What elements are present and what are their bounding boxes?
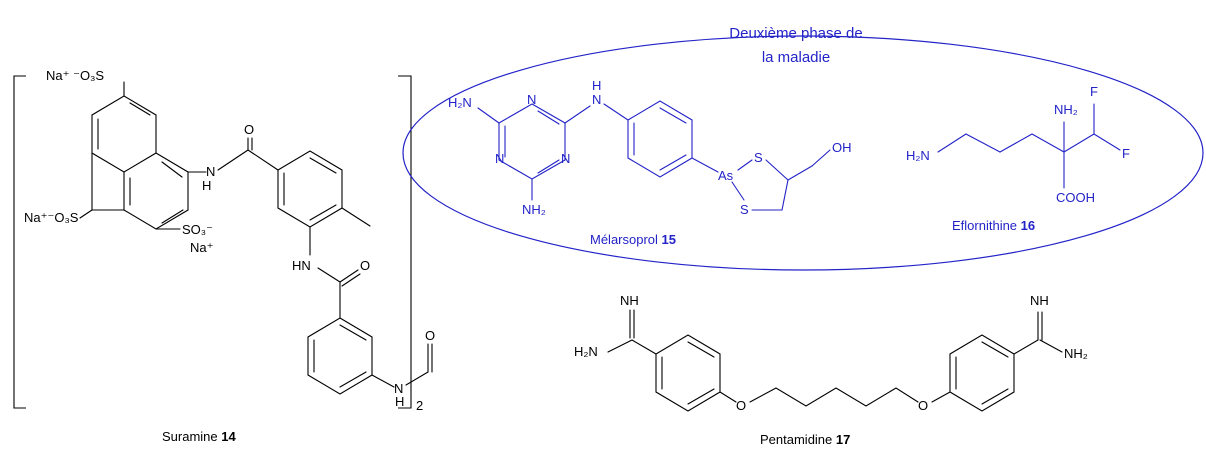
bond-c-ch2 [787,165,813,181]
repeat-subscript: 2 [416,398,423,413]
nh1-n: N [206,164,215,179]
melarsoprol-caption: Mélarsoprol 15 [590,232,676,247]
pentamidine-caption: Pentamidine 17 [760,432,850,447]
bond-c-nh2-left [607,339,633,353]
bond-s1-c [765,159,789,181]
naphthalene-double-bonds [97,102,184,224]
bond-c-nh2-right [1039,339,1063,353]
triazine-ring [498,103,566,180]
bond-ch2-oh [811,149,831,167]
bond-triazine-nh [564,105,591,124]
bond-nh-phenyl [603,103,629,121]
left-bracket [13,75,26,409]
chain-bond-4 [1031,133,1065,153]
chain-bond-2 [965,133,1001,153]
bond-methyl [341,207,371,227]
suramine-structure: 2 Na⁺ ⁻O₃S Na⁺⁻O₃S SO₃⁻ Na⁺ N H O [13,68,435,444]
pentamidine-ring-left [655,334,721,412]
bond-c-chf2 [1063,133,1095,153]
link-n: N [592,92,601,107]
bond-phenyl-as [691,157,719,173]
pentamidine-o-left: O [736,398,746,413]
bond-n-co3 [405,371,429,386]
pentamidine-nh2-right: NH₂ [1064,346,1088,361]
bond-h2n-triazine [477,107,500,124]
melarsoprol-structure: N N N H₂N NH₂ N H As S S OH Mélarsoprol … [448,78,852,247]
bond-c-f2 [1093,133,1121,151]
so3-top-label: Na⁺ ⁻O₃S [46,68,104,83]
triazine-n-top: N [527,92,536,107]
bond-o-ring-right [931,391,951,403]
f2-label: F [1122,146,1130,161]
naphthalene-ring-bottom [123,152,189,230]
bond-ring-o-left [719,391,737,403]
s2-label: S [740,202,749,217]
so3-left-label: Na⁺⁻O₃S [24,210,79,225]
bond-c-c [781,179,789,211]
naphthalene-ring-top [91,95,157,173]
pentamidine-ring-right [949,334,1015,412]
bond-ring-nh3 [371,374,395,388]
pentyl-chain [749,387,919,407]
triazine-n-left: N [495,151,504,166]
toluene-ring [277,150,343,228]
hn2-label: HN [292,258,311,273]
bond-co-ring [247,149,279,171]
bond-co2-double [341,273,361,287]
bond-co2 [339,269,359,283]
benzene-lower-double-bonds [313,324,367,388]
nh1-h: H [202,178,211,193]
pentamidine-ring-right-double [955,341,1009,405]
melarsoprol-phenyl-double-bonds [633,107,687,171]
so3-right-label: SO₃⁻ [182,222,213,237]
eflornithine-structure: H₂N NH₂ F F COOH Eflornithine 16 [906,84,1130,233]
na-right-label: Na⁺ [190,240,213,255]
pentamidine-nh-right: NH [1030,293,1049,308]
as-label: As [718,168,734,183]
pentamidine-h2n-left: H₂N [574,344,598,359]
benzene-lower-ring [307,317,373,395]
pentamidine-nh-left: NH [620,293,639,308]
right-bracket [398,75,412,409]
ellipse-title-line1: Deuxième phase de [729,25,862,42]
suramine-caption: Suramine 14 [162,429,236,444]
pentamidine-ring-left-double [661,341,715,405]
toluene-double-bonds [283,157,337,221]
triazine-n-right: N [561,151,570,166]
n3-label: N [394,381,403,396]
second-phase-ellipse [402,35,1204,271]
cooh-label: COOH [1056,190,1095,205]
h3-label: H [395,394,404,409]
bond-s2-as [731,181,745,201]
chain-bond-3 [999,133,1033,153]
pentamidine-structure: NH H₂N O O NH NH₂ Pentamidine 17 [574,293,1088,447]
bond-ring-amidine-right [1013,339,1039,355]
o3-label: O [425,328,435,343]
melarsoprol-phenyl [627,100,693,178]
eflornithine-nh2: NH₂ [1054,102,1078,117]
o1-label: O [244,122,254,137]
ellipse-title-line2: la maladie [762,49,830,66]
chain-bond-1 [937,133,967,153]
f1-label: F [1090,84,1098,99]
bond-n-co [217,149,249,171]
triazine-double-bonds [504,110,560,174]
link-h: H [592,78,601,93]
melarsoprol-nh2: NH₂ [522,202,546,217]
bond-so3-left [79,209,93,219]
pentamidine-o-right: O [918,398,928,413]
o2-label: O [360,258,370,273]
melarsoprol-h2n: H₂N [448,95,472,110]
s1-label: S [754,150,763,165]
bond-amidine-ring-left [631,339,657,355]
eflornithine-caption: Eflornithine 16 [952,218,1035,233]
bond-nh-co2 [317,267,341,283]
bond-as-s1 [737,159,753,171]
oh-label: OH [832,140,852,155]
eflornithine-h2n: H₂N [906,148,930,163]
